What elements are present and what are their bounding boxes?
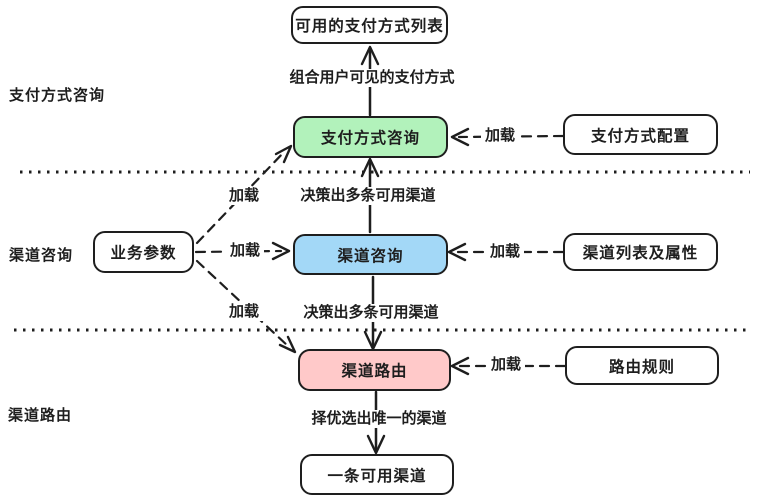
- stage-label-channel-inquiry: 渠道咨询: [9, 247, 74, 264]
- arrowhead-right-1: [271, 241, 291, 261]
- arrowhead-up-mid: [360, 157, 380, 178]
- node-channel-list-attrs: 渠道列表及属性: [563, 233, 718, 271]
- edge-label-select-unique: 择优选出唯一的渠道: [307, 410, 451, 428]
- node-payment-method-config: 支付方式配置: [563, 114, 718, 155]
- stage-label-payment-method-inquiry: 支付方式咨询: [9, 87, 106, 104]
- arrowhead-diag-down: [278, 335, 297, 354]
- edge-label-load-params-up: 加载: [224, 187, 264, 205]
- node-channel-inquiry: 渠道咨询: [293, 234, 448, 275]
- arrowhead-left-1: [450, 127, 470, 147]
- arrowhead-left-3: [450, 356, 470, 376]
- arrowhead-left-2: [447, 242, 467, 262]
- dashed-params-to-channel-inquiry: [194, 249, 283, 254]
- edge-label-combine-visible: 组合用户可见的支付方式: [285, 69, 459, 87]
- node-business-params: 业务参数: [93, 231, 194, 273]
- edge-label-load-rules: 加载: [486, 356, 526, 374]
- arrowhead-down-bottom: [366, 434, 386, 455]
- edge-label-load-params-down: 加载: [224, 303, 264, 321]
- edge-label-decide-channels-lower: 决策出多条可用渠道: [299, 304, 443, 322]
- arrowhead-up-top: [360, 45, 380, 66]
- edge-label-load-params-mid: 加载: [225, 242, 265, 260]
- node-payment-method-inquiry: 支付方式咨询: [293, 116, 448, 158]
- node-channel-routing: 渠道路由: [298, 349, 451, 391]
- node-single-available-channel: 一条可用渠道: [300, 454, 454, 495]
- edge-label-load-attrs: 加载: [485, 243, 525, 261]
- node-available-payment-list: 可用的支付方式列表: [291, 6, 448, 44]
- stage-label-channel-routing: 渠道路由: [8, 407, 73, 424]
- node-routing-rules: 路由规则: [565, 346, 719, 385]
- edge-label-load-config: 加载: [480, 127, 520, 145]
- edge-label-decide-channels-upper: 决策出多条可用渠道: [296, 187, 440, 205]
- arrowhead-diag-up: [274, 144, 293, 164]
